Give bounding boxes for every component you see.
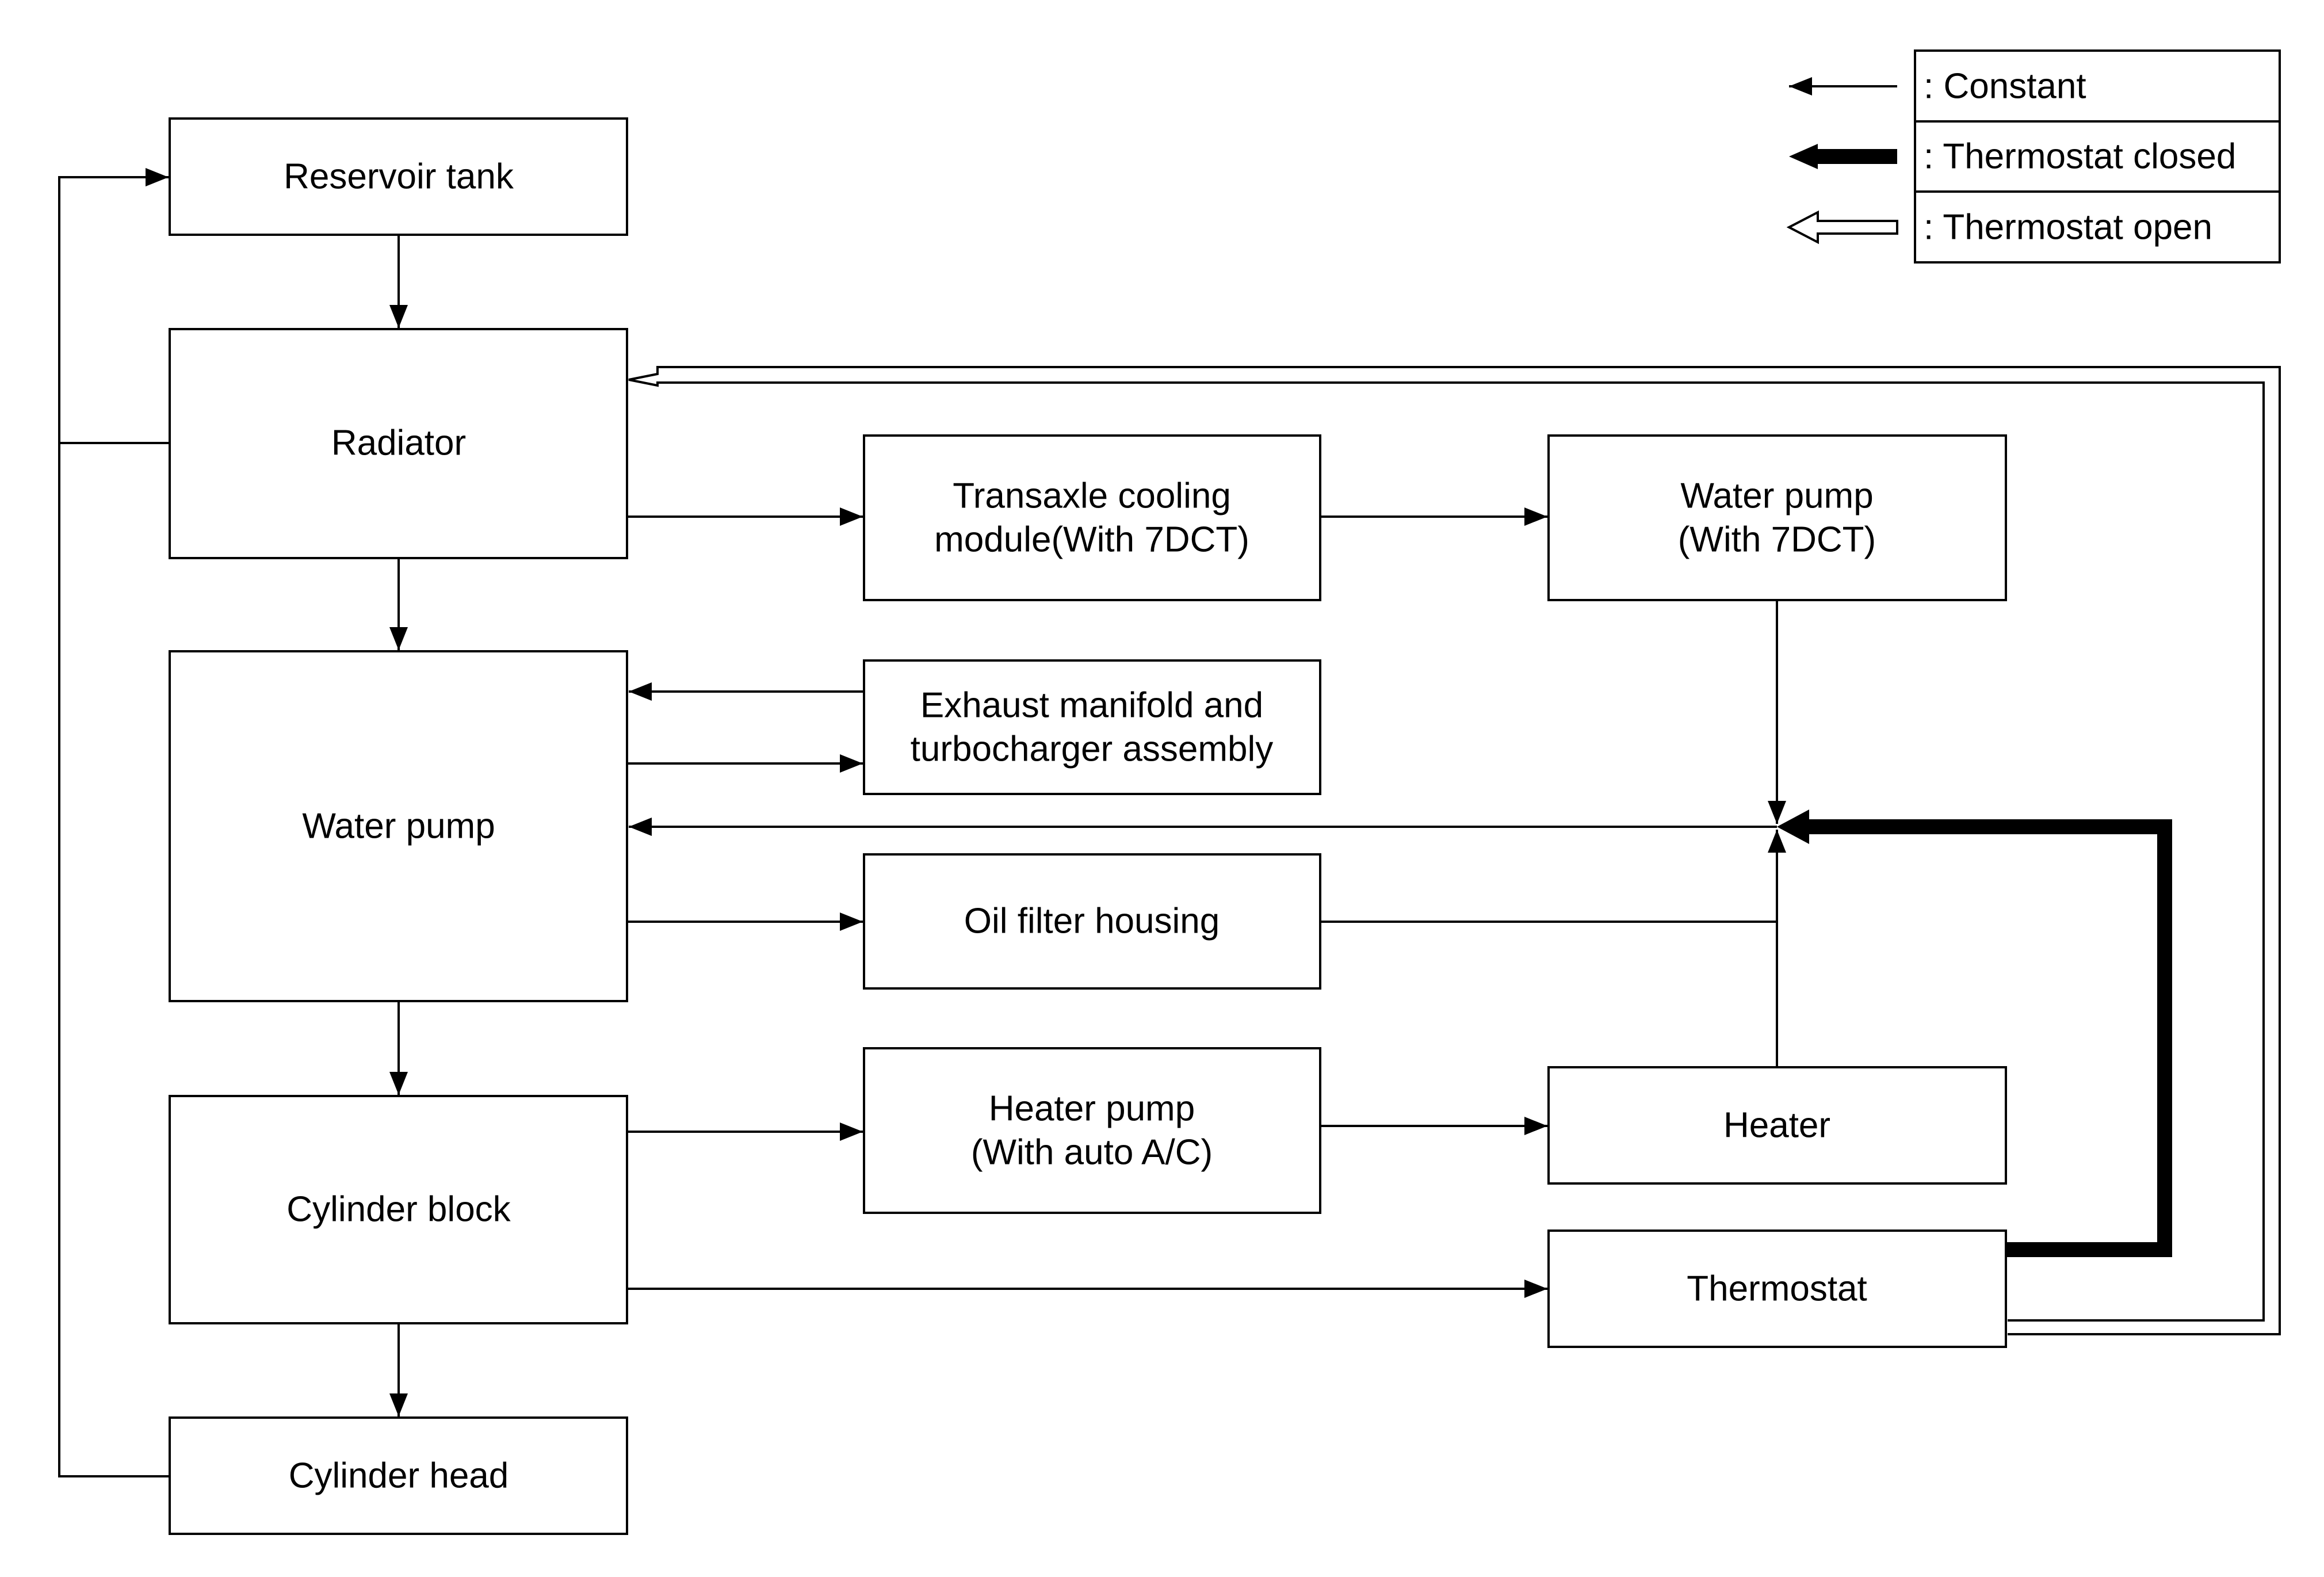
exhaust-manifold-label-line1: Exhaust manifold and (920, 686, 1263, 726)
water-pump-7dct-label-line1: Water pump (1680, 476, 1873, 516)
heater-pump-label-line2: (With auto A/C) (971, 1133, 1213, 1173)
return-line-to-reservoir (58, 168, 170, 1477)
exhaust-manifold-label-line2: turbocharger assembly (911, 730, 1274, 769)
legend-label-constant: : Constant (1924, 67, 2086, 106)
cylinder-block-box: Cylinder block (169, 1095, 628, 1324)
flow-thermostat-closed-bypass (1806, 819, 2172, 1257)
reservoir-tank-label: Reservoir tank (284, 157, 514, 197)
flow-thermostat-open-to-radiator (628, 366, 2281, 1335)
thermostat-open-arrow-icon (1786, 210, 1898, 245)
legend-label-thermostat-open: : Thermostat open (1924, 208, 2212, 247)
component-boxes: Reservoir tank Radiator Transaxle coolin… (169, 117, 2007, 1535)
cylinder-head-box: Cylinder head (169, 1416, 628, 1535)
thermostat-label: Thermostat (1687, 1269, 1867, 1309)
thermostat-closed-arrowhead-icon (1777, 809, 1809, 844)
transaxle-cooling-module-box: Transaxle cooling module(With 7DCT) (863, 434, 1321, 601)
heater-pump-label-line1: Heater pump (989, 1089, 1195, 1129)
legend: : Constant : Thermostat closed : Thermos… (1786, 49, 2281, 264)
radiator-label: Radiator (331, 423, 466, 463)
transaxle-cooling-label-line2: module(With 7DCT) (934, 520, 1249, 560)
connectors (58, 168, 2281, 1477)
water-pump-box: Water pump (169, 650, 628, 1002)
water-pump-7dct-box: Water pump (With 7DCT) (1547, 434, 2007, 601)
water-pump-label: Water pump (302, 807, 495, 846)
legend-box (1914, 49, 2281, 264)
thermostat-box: Thermostat (1547, 1229, 2007, 1348)
heater-label: Heater (1723, 1106, 1830, 1145)
transaxle-cooling-label-line1: Transaxle cooling (953, 476, 1231, 516)
cylinder-block-label: Cylinder block (286, 1190, 511, 1229)
cylinder-head-label: Cylinder head (289, 1456, 509, 1496)
reservoir-tank-box: Reservoir tank (169, 117, 628, 236)
legend-label-thermostat-closed: : Thermostat closed (1924, 137, 2236, 177)
thermostat-closed-arrow-icon (1789, 144, 1897, 169)
oil-filter-housing-label: Oil filter housing (964, 902, 1220, 941)
water-pump-7dct-label-line2: (With 7DCT) (1678, 520, 1876, 560)
radiator-box: Radiator (169, 328, 628, 559)
oil-filter-housing-box: Oil filter housing (863, 853, 1321, 990)
heater-pump-box: Heater pump (With auto A/C) (863, 1047, 1321, 1214)
exhaust-manifold-box: Exhaust manifold and turbocharger assemb… (863, 659, 1321, 795)
heater-box: Heater (1547, 1066, 2007, 1185)
